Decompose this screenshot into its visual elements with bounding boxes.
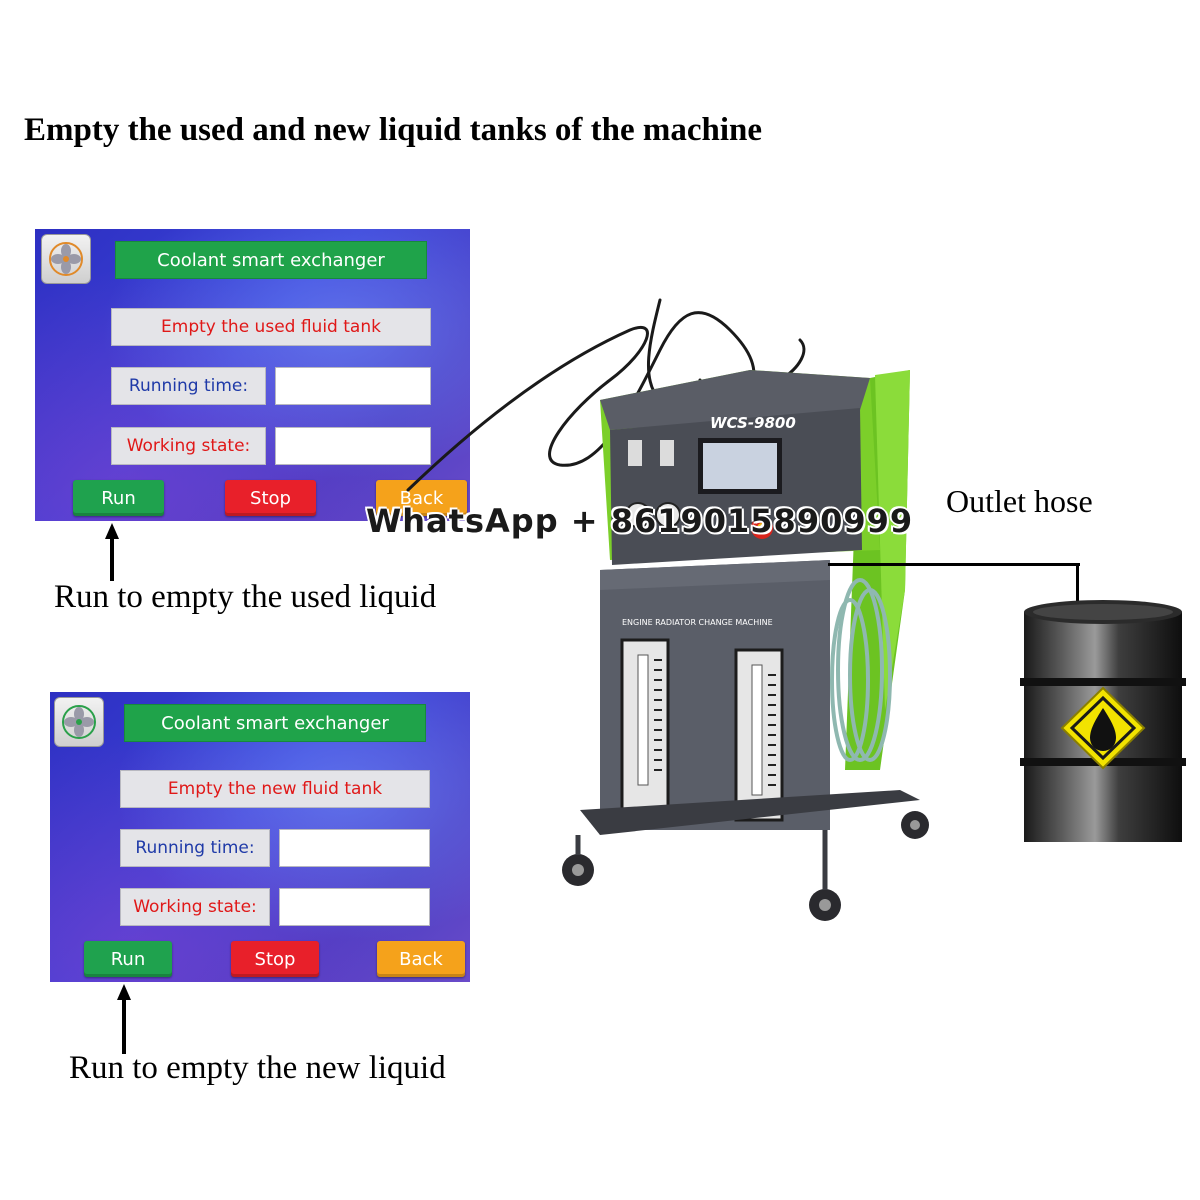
arrow-up-icon xyxy=(117,984,131,1000)
stop-button[interactable]: Stop xyxy=(231,941,319,977)
model-label: WCS-9800 xyxy=(710,414,796,432)
working-state-field xyxy=(279,888,430,926)
page-heading: Empty the used and new liquid tanks of t… xyxy=(24,112,763,148)
working-state-label: Working state: xyxy=(120,888,270,926)
arrow-line xyxy=(122,998,126,1054)
caption-new: Run to empty the new liquid xyxy=(69,1050,446,1086)
run-button[interactable]: Run xyxy=(84,941,172,977)
oil-drum-image xyxy=(1020,600,1186,842)
watermark-text: WhatsApp + 8619015890999 xyxy=(366,502,914,540)
running-time-field xyxy=(279,829,430,867)
fan-icon xyxy=(62,705,96,739)
mode-label: Empty the new fluid tank xyxy=(120,770,430,808)
back-button[interactable]: Back xyxy=(376,480,467,516)
mode-label: Empty the used fluid tank xyxy=(111,308,431,346)
running-time-label: Running time: xyxy=(120,829,270,867)
coolant-machine-image: WCS-9800 ENGINE RADIATOR CHANGE MACHINE xyxy=(562,370,929,921)
fan-menu-button[interactable] xyxy=(54,697,104,747)
machine-panel-text: ENGINE RADIATOR CHANGE MACHINE xyxy=(622,618,773,627)
outlet-pointer-line xyxy=(828,563,1080,566)
caption-used: Run to empty the used liquid xyxy=(54,579,437,615)
running-time-label: Running time: xyxy=(111,367,266,405)
working-state-label: Working state: xyxy=(111,427,266,465)
arrow-up-icon xyxy=(105,523,119,539)
run-button[interactable]: Run xyxy=(73,480,164,516)
screen-panel-used: Coolant smart exchanger Empty the used f… xyxy=(35,229,470,521)
panel-title: Coolant smart exchanger xyxy=(124,704,426,742)
working-state-field xyxy=(275,427,431,465)
running-time-field xyxy=(275,367,431,405)
back-button[interactable]: Back xyxy=(377,941,465,977)
stop-button[interactable]: Stop xyxy=(225,480,316,516)
outlet-hose-label: Outlet hose xyxy=(946,483,1093,519)
screen-panel-new: Coolant smart exchanger Empty the new fl… xyxy=(50,692,470,982)
fan-icon xyxy=(49,242,83,276)
panel-title: Coolant smart exchanger xyxy=(115,241,427,279)
fan-menu-button[interactable] xyxy=(41,234,91,284)
oil-drop-icon xyxy=(1060,686,1146,770)
arrow-line xyxy=(110,537,114,581)
outlet-pointer-line xyxy=(1076,563,1079,605)
